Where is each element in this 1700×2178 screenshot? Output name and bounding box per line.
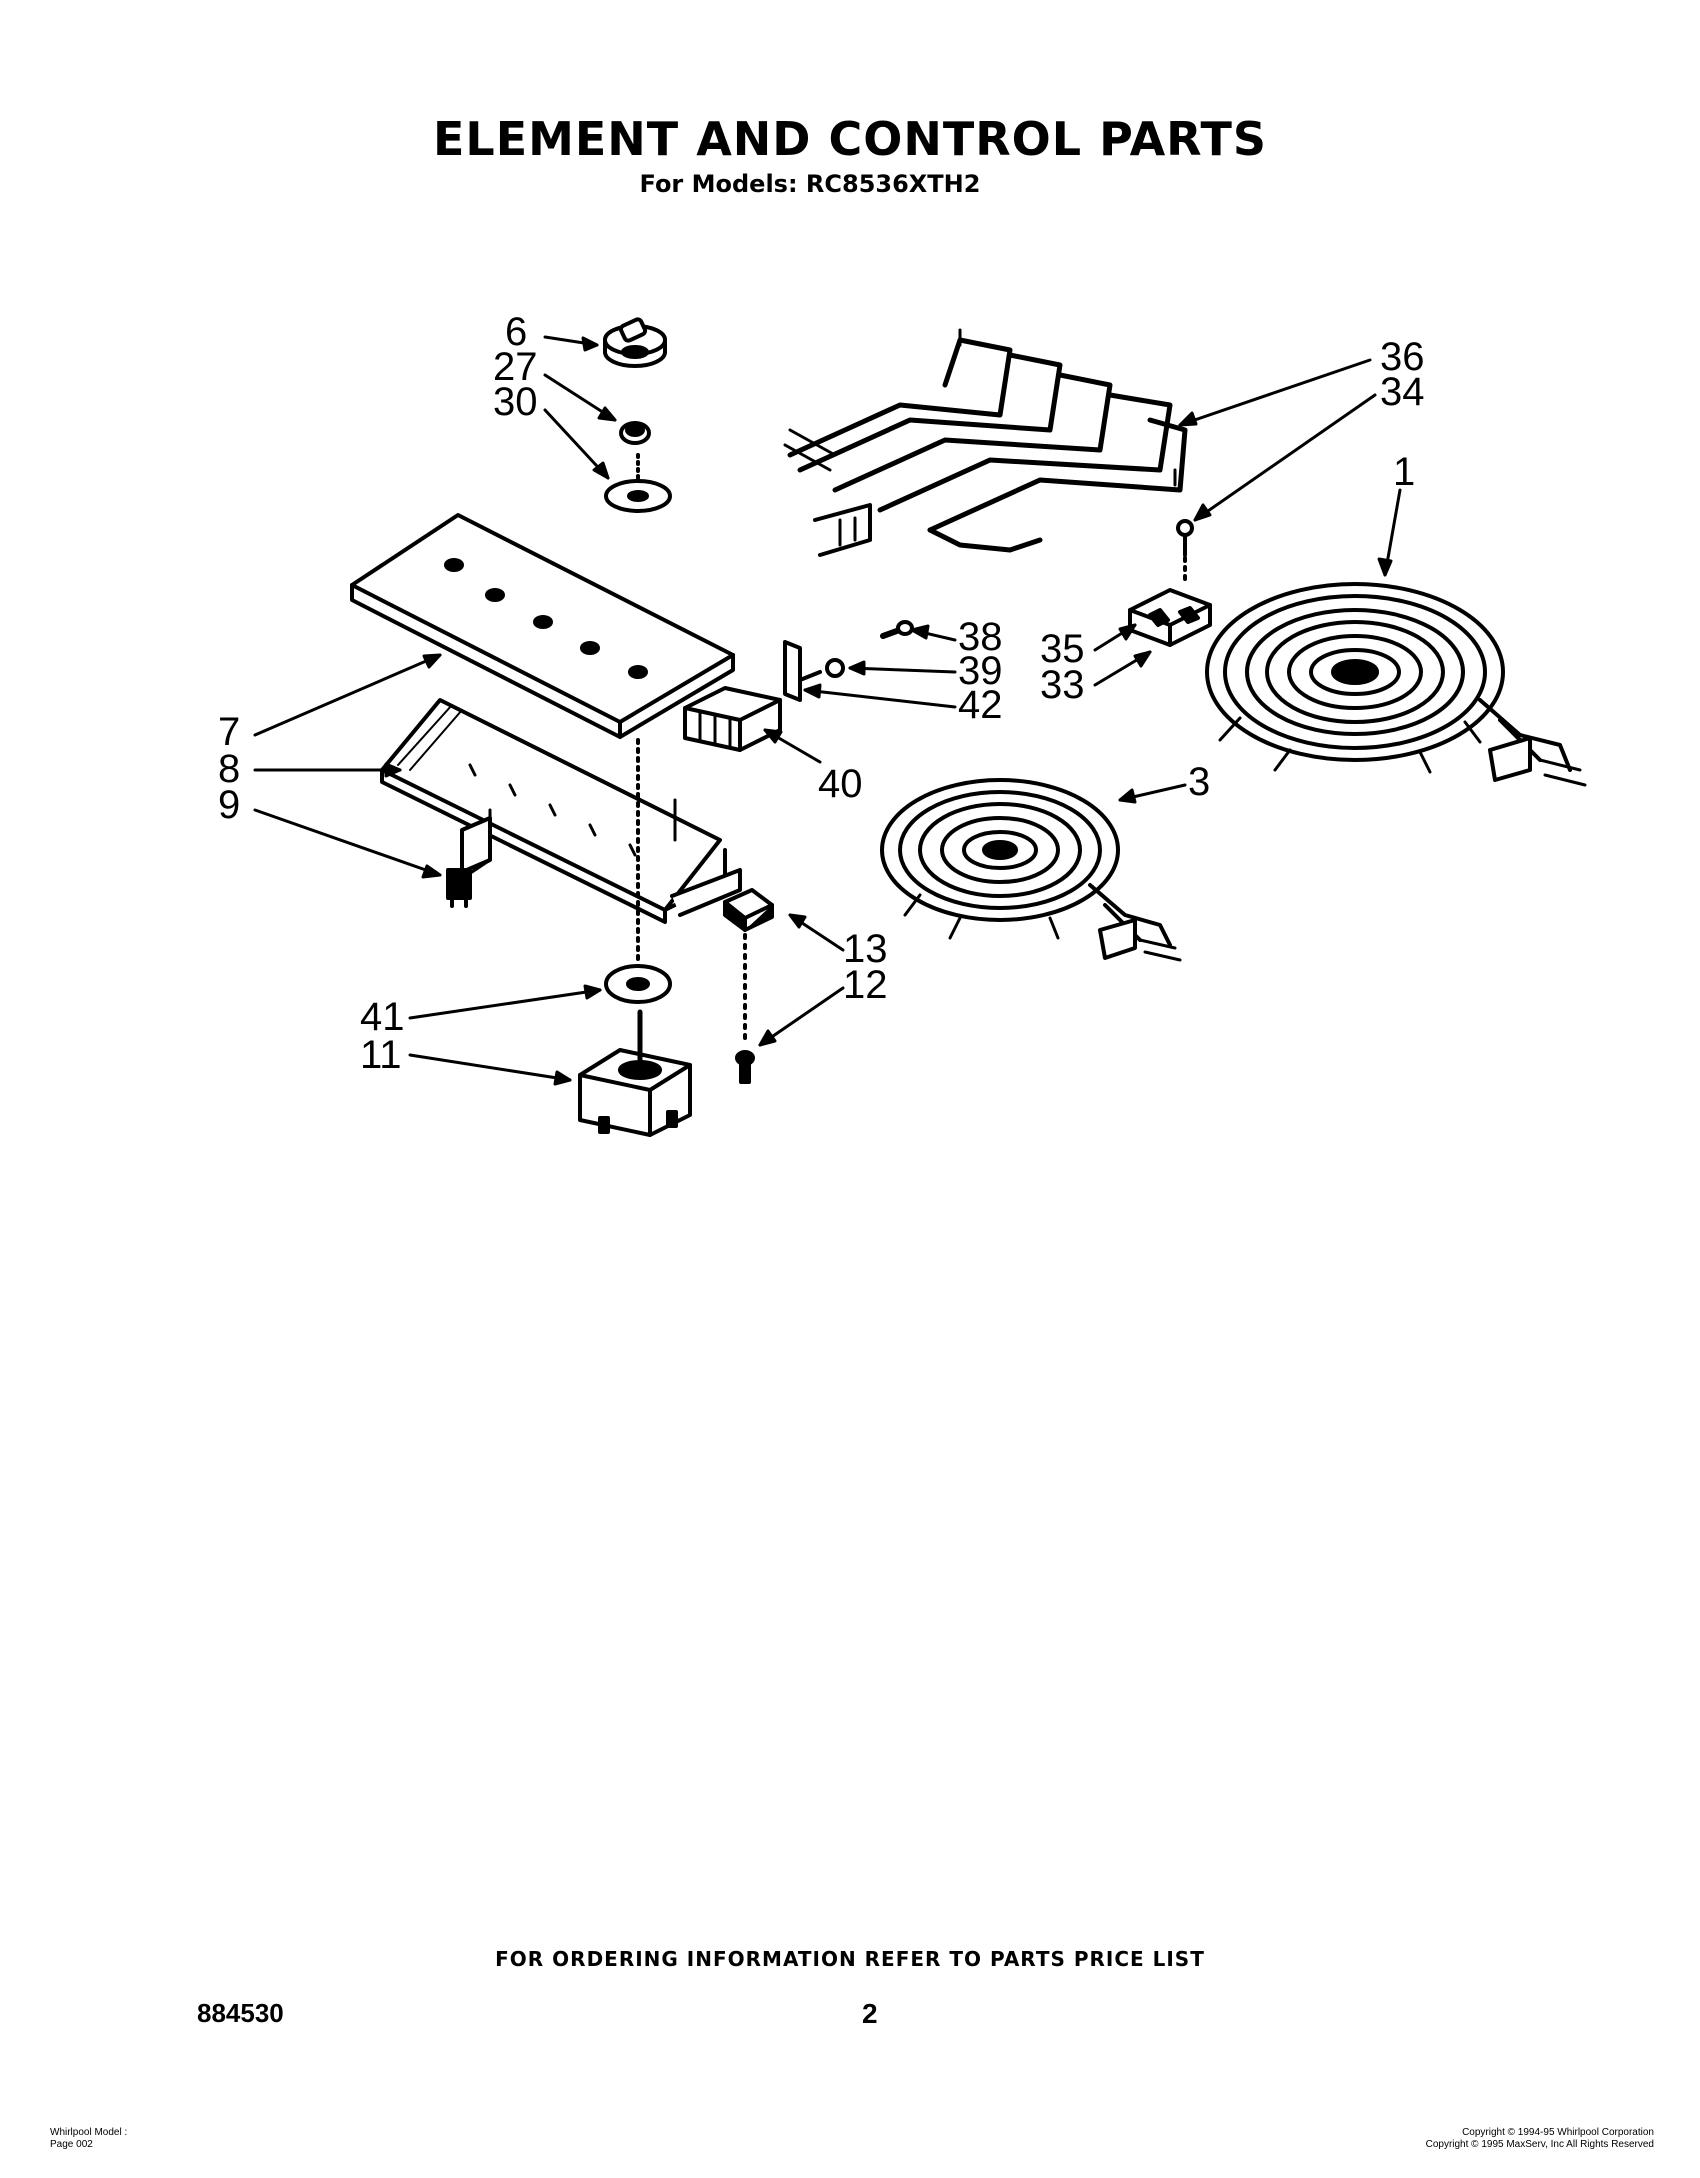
terminal-bracket-drawing (783, 640, 822, 702)
large-surface-element-drawing (1205, 582, 1587, 787)
receptacle-screw-drawing (1176, 519, 1194, 557)
small-surface-element-drawing (880, 778, 1182, 962)
terminal-block-drawing (683, 686, 782, 752)
switch-drawing (446, 816, 492, 908)
callout-39: 39 (958, 649, 1003, 693)
callout-13: 13 (843, 927, 888, 971)
infinite-switch-drawing (578, 1009, 692, 1137)
page-title: ELEMENT AND CONTROL PARTS (432, 112, 1268, 166)
mounting-bracket-drawing (380, 698, 742, 924)
footer-copyright: Copyright © 1994-95 Whirlpool Corporatio… (1426, 2127, 1654, 2151)
callout-6: 6 (505, 310, 527, 354)
callout-38: 38 (958, 615, 1003, 659)
models-subtitle: For Models: RC8536XTH2 (639, 170, 981, 198)
callout-8: 8 (218, 747, 240, 791)
callout-3: 3 (1188, 760, 1210, 804)
document-number: 884530 (197, 1998, 284, 2028)
callout-1: 1 (1393, 450, 1415, 494)
callout-11: 11 (360, 1033, 402, 1077)
switch-washer-drawing (604, 964, 672, 1004)
exploded-parts-diagram: 6 27 30 7 8 9 41 11 13 12 38 39 42 40 36… (218, 310, 1587, 1137)
footer-model-info: Whirlpool Model : Page 002 (50, 2127, 127, 2151)
callout-40: 40 (818, 762, 863, 806)
leader-lines (253, 335, 1402, 1086)
callout-35: 35 (1040, 627, 1085, 671)
callout-9: 9 (218, 783, 240, 827)
callout-41: 41 (360, 995, 405, 1039)
callout-27: 27 (493, 345, 538, 389)
copyright-line-1: Copyright © 1994-95 Whirlpool Corporatio… (1462, 2127, 1654, 2138)
model-line: Whirlpool Model : (50, 2127, 128, 2138)
indicator-light-drawing (723, 888, 774, 932)
mounting-screw-drawing (735, 1050, 755, 1084)
receptacle-drawing (1128, 588, 1212, 647)
callout-34: 34 (1380, 370, 1425, 414)
bake-element-drawing (783, 328, 1188, 557)
control-knob-drawing (603, 317, 667, 368)
callout-33: 33 (1040, 663, 1085, 707)
spring-clip-drawing (619, 421, 651, 445)
callout-36: 36 (1380, 335, 1425, 379)
callout-12: 12 (843, 963, 888, 1007)
control-panel-drawing (350, 513, 735, 739)
ordering-note: FOR ORDERING INFORMATION REFER TO PARTS … (495, 1947, 1205, 1971)
callout-7: 7 (218, 710, 240, 754)
terminal-washer-drawing (825, 658, 845, 678)
callout-42: 42 (958, 683, 1003, 727)
knob-washer-drawing (604, 479, 672, 513)
page-line: Page 002 (50, 2139, 93, 2150)
callout-30: 30 (493, 380, 538, 424)
copyright-line-2: Copyright © 1995 MaxServ, Inc All Rights… (1425, 2139, 1654, 2150)
page-number: 2 (862, 1998, 878, 2029)
terminal-screw-drawing (880, 620, 914, 639)
